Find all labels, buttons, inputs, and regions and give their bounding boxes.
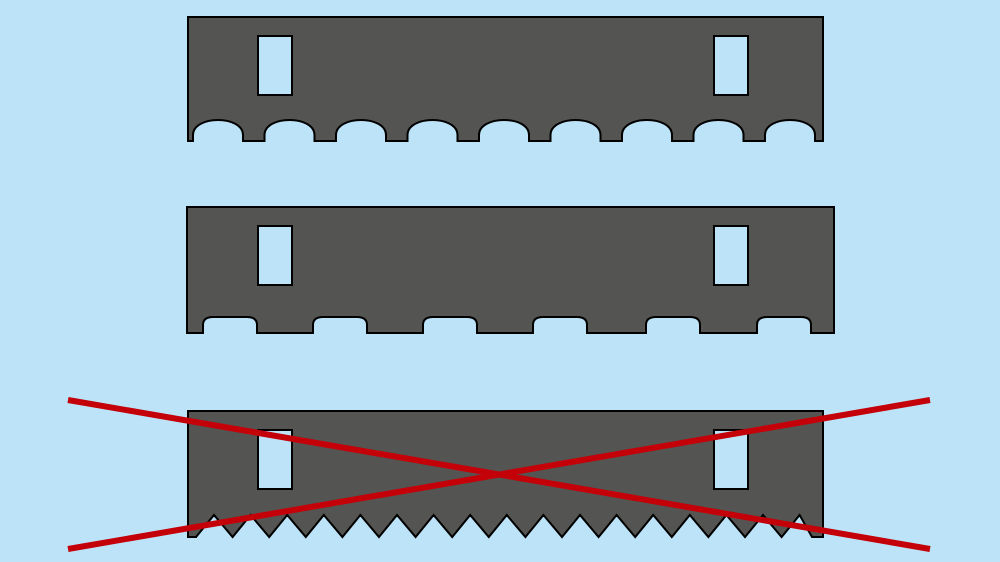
mounting-hole-right [713,35,749,96]
rounded-arch-edge-plate [187,16,824,142]
mounting-hole-right [713,225,749,286]
plate-body [186,206,835,334]
plate-body [187,16,824,142]
cross-line-ascending [67,397,931,552]
shallow-bump-edge-plate [186,206,835,334]
mounting-hole-left [257,225,293,286]
mounting-hole-left [257,35,293,96]
rejected-cross-mark [67,397,931,552]
plates-group [186,16,835,539]
mounting-hole-right [713,429,749,490]
